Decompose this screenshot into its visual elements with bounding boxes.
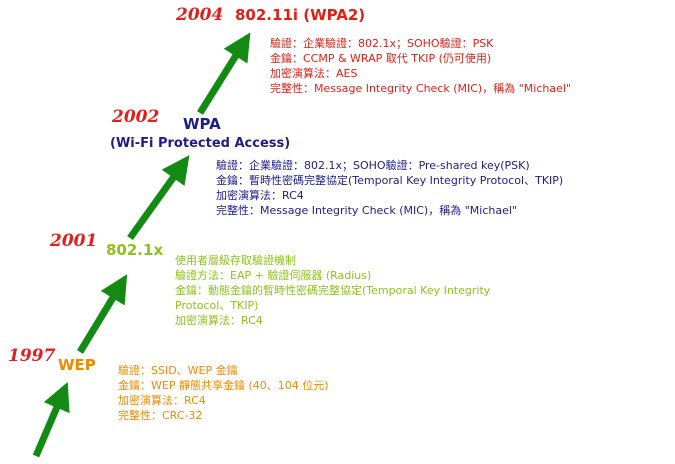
dot1x-line-key-cont: Protocol、TKIP): [175, 299, 259, 312]
wpa2-details: 驗證：企業驗證：802.1x；SOHO驗證：PSK 金鑰：CCMP & WRAP…: [270, 36, 571, 96]
wep-details: 驗證：SSID、WEP 金鑰 金鑰：WEP 靜態共享金鑰 (40、104 位元)…: [118, 363, 329, 423]
dot1x-line-method: 驗證方法：EAP + 驗證伺服器 (Radius): [175, 269, 372, 282]
dot1x-details: 使用者層級存取驗證機制 驗證方法：EAP + 驗證伺服器 (Radius) 金鑰…: [175, 253, 490, 328]
wep-title: WEP: [58, 356, 96, 374]
arrow-1997: [32, 381, 70, 458]
wpa2-line-cipher: 加密演算法：AES: [270, 67, 358, 80]
wpa2-line-integrity: 完整性：Message Integrity Check (MIC)，稱為 "Mi…: [270, 82, 571, 95]
arrow-2001-2002: [127, 155, 190, 241]
wpa-line-cipher: 加密演算法：RC4: [216, 189, 304, 202]
wep-line-integrity: 完整性：CRC-32: [118, 409, 203, 422]
wpa-subtitle: (Wi-Fi Protected Access): [110, 136, 291, 151]
wpa2-line-key: 金鑰：CCMP & WRAP 取代 TKIP (仍可使用): [270, 52, 492, 65]
wpa-details: 驗證：企業驗證：802.1x；SOHO驗證：Pre-shared key(PSK…: [216, 158, 563, 218]
year-1997: 1997: [8, 346, 56, 366]
wpa2-title: 802.11i (WPA2): [235, 6, 366, 24]
wpa-line-key: 金鑰：暫時性密碼完整協定(Temporal Key Integrity Prot…: [216, 174, 564, 187]
arrow-2002-2004: [197, 32, 251, 115]
wep-line-key: 金鑰：WEP 靜態共享金鑰 (40、104 位元): [118, 379, 329, 392]
wpa-title: WPA: [183, 115, 221, 133]
dot1x-line-summary: 使用者層級存取驗證機制: [175, 254, 296, 267]
year-2002: 2002: [112, 107, 160, 127]
arrow-1997-2001: [77, 274, 128, 354]
wpa2-line-auth: 驗證：企業驗證：802.1x；SOHO驗證：PSK: [270, 37, 494, 50]
wpa-line-auth: 驗證：企業驗證：802.1x；SOHO驗證：Pre-shared key(PSK…: [216, 159, 530, 172]
dot1x-line-key: 金鑰：動態金鑰的暫時性密碼完整協定(Temporal Key Integrity: [175, 284, 491, 297]
year-2004: 2004: [176, 5, 224, 25]
wep-line-cipher: 加密演算法：RC4: [118, 394, 206, 407]
wep-line-auth: 驗證：SSID、WEP 金鑰: [118, 364, 238, 377]
dot1x-title: 802.1x: [106, 241, 164, 259]
year-2001: 2001: [50, 231, 98, 251]
wpa-line-integrity: 完整性：Message Integrity Check (MIC)，稱為 "Mi…: [216, 204, 517, 217]
dot1x-line-cipher: 加密演算法：RC4: [175, 314, 263, 327]
